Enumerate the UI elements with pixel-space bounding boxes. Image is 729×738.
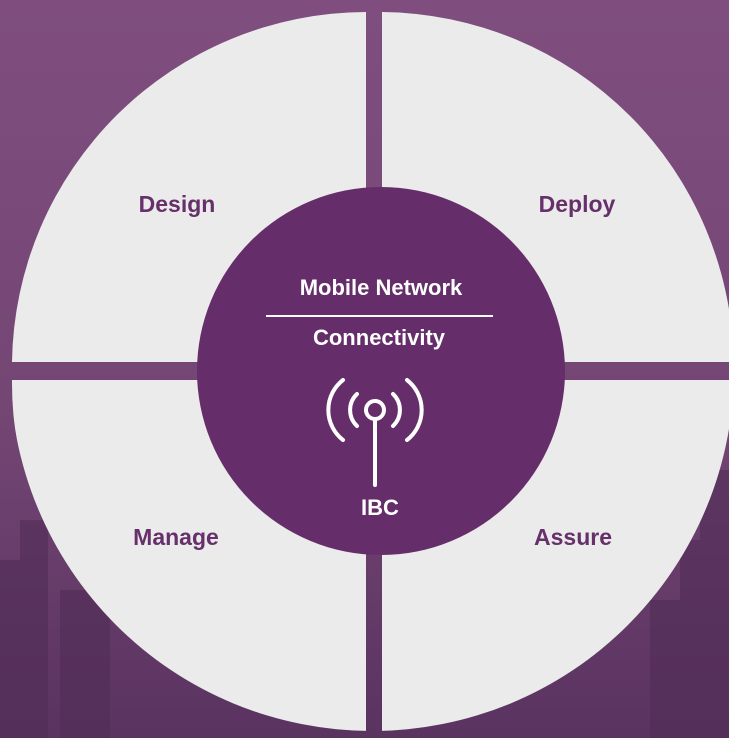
center-caption: IBC <box>361 495 399 520</box>
skyline-silhouette <box>0 470 729 738</box>
quadrant-label-manage: Manage <box>133 524 219 550</box>
center-title: Mobile Network <box>300 275 463 300</box>
quadrant-label-design: Design <box>139 191 216 217</box>
antenna-signal-icon <box>326 378 424 487</box>
quadrant-label-deploy: Deploy <box>539 191 616 217</box>
center-subtitle: Connectivity <box>313 325 446 350</box>
center-hub <box>197 187 565 555</box>
quadrant-label-assure: Assure <box>534 524 612 550</box>
